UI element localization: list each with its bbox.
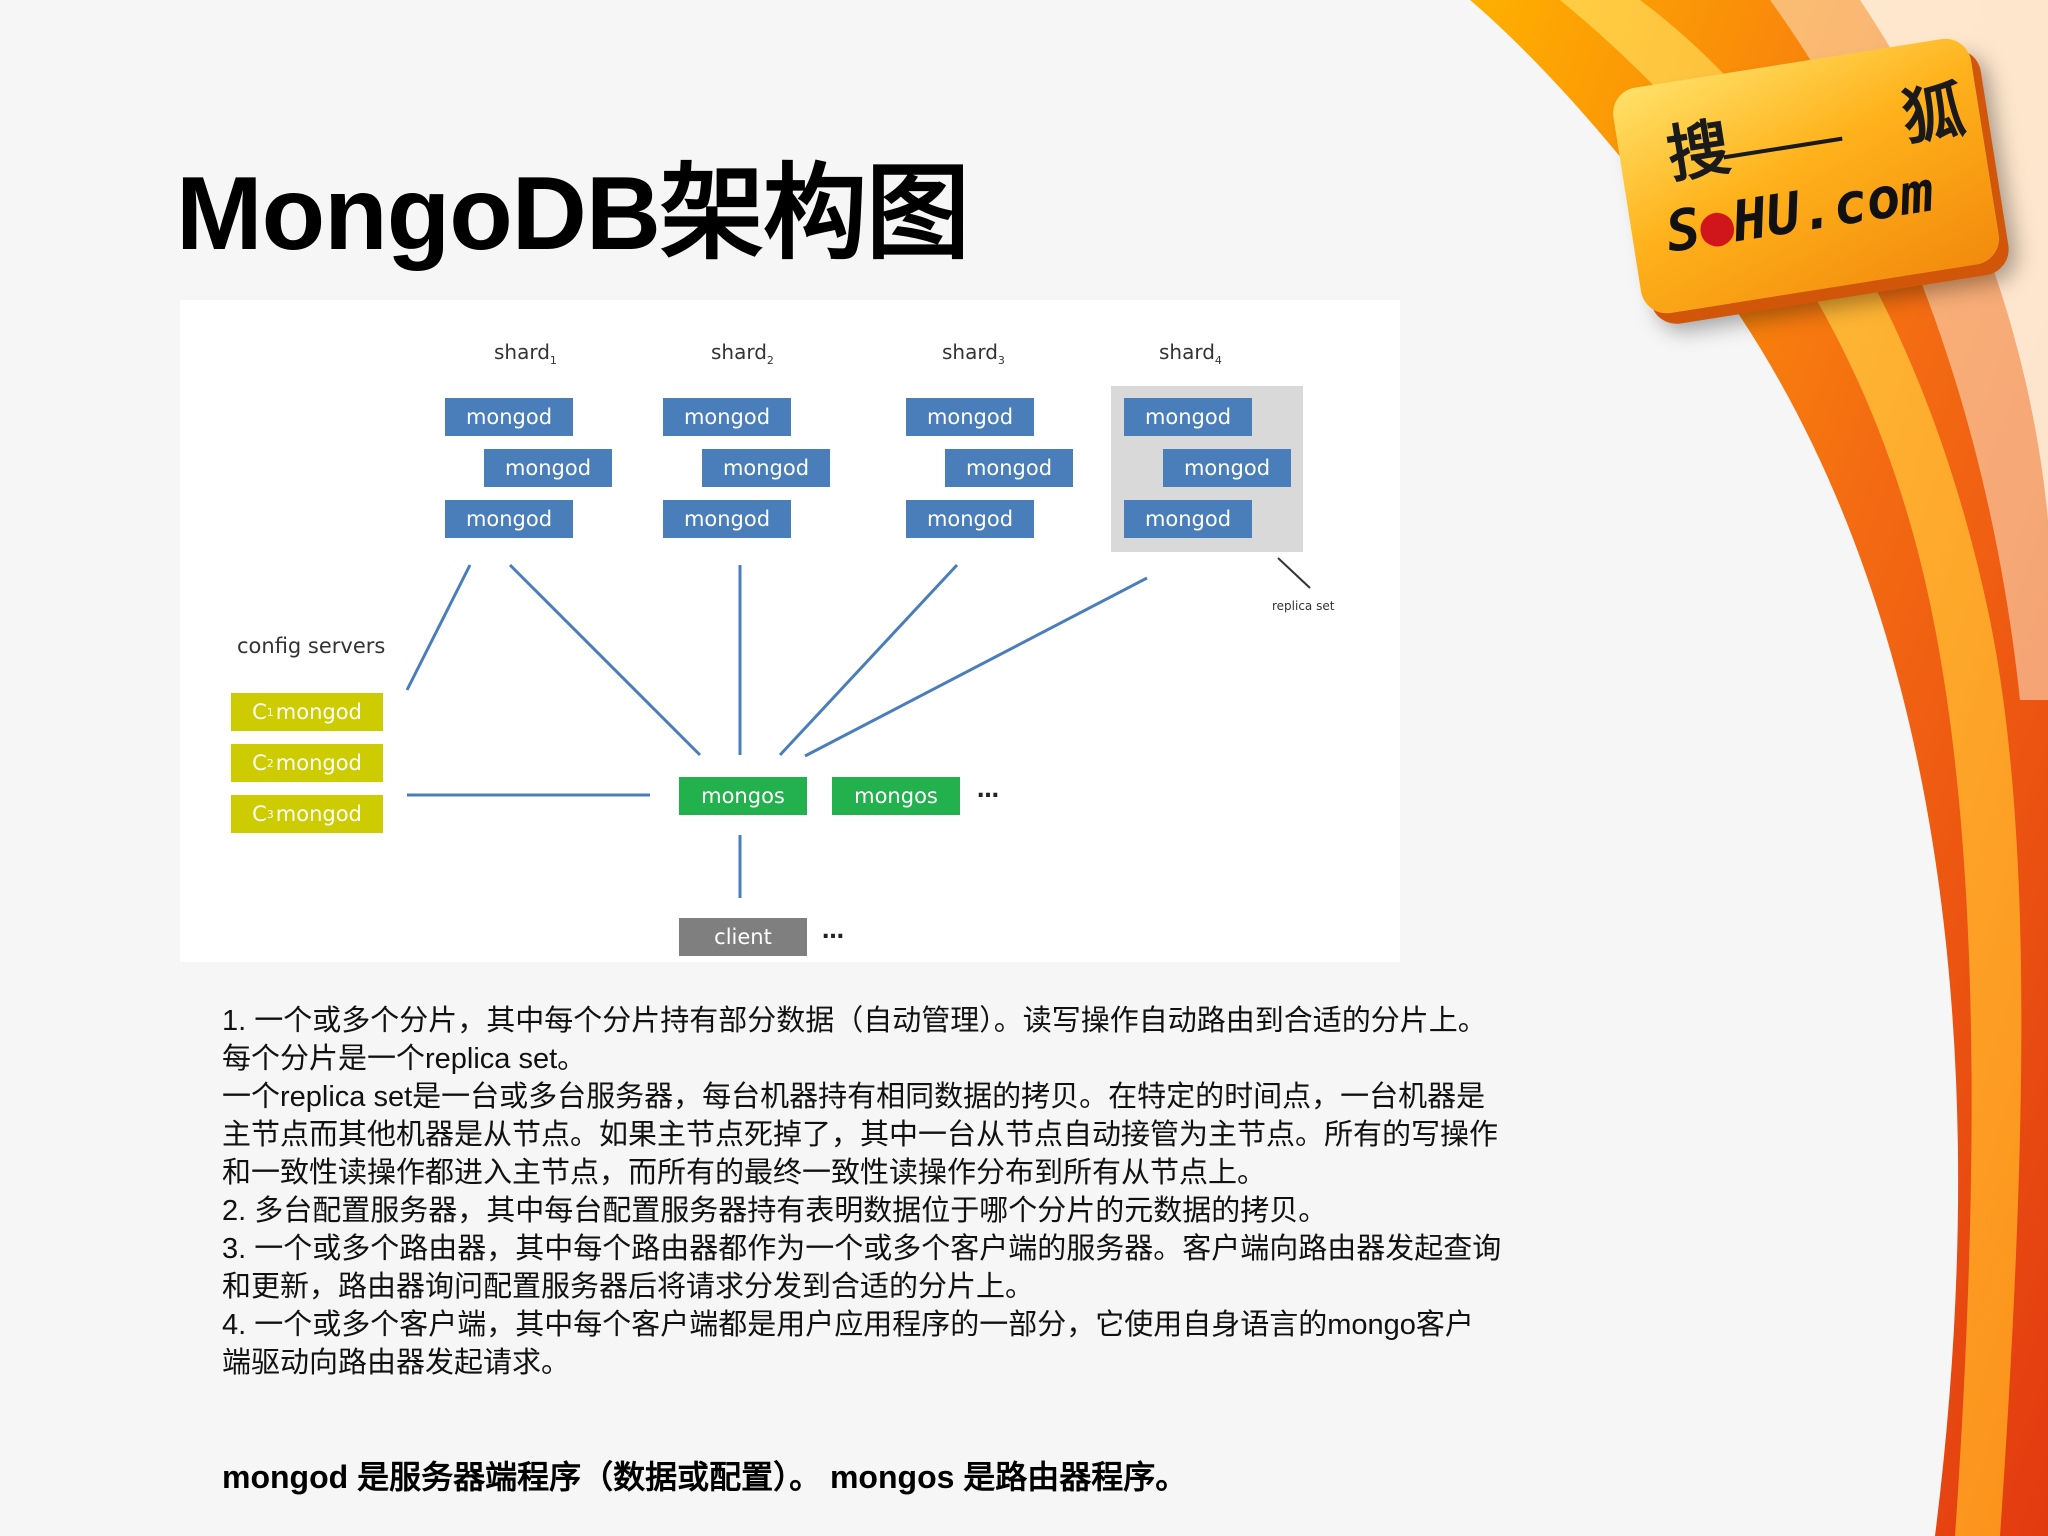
connector-replica-set-pointer (1277, 557, 1311, 589)
shard4-mongod-3: mongod (1124, 500, 1252, 538)
logo-char-left: 搜 (1661, 110, 1735, 192)
mongos-more-ellipsis: … (977, 778, 999, 803)
replica-set-label: replica set (1272, 599, 1335, 613)
summary-text: mongod 是服务器端程序（数据或配置）。 mongos 是路由器程序。 (222, 1459, 1188, 1495)
shard2-mongod-3: mongod (663, 500, 791, 538)
shard3-mongod-1: mongod (906, 398, 1034, 436)
slide-title: MongoDB架构图 (176, 156, 970, 272)
shard4-mongod-2: mongod (1163, 449, 1291, 487)
shard2-mongod-2: mongod (702, 449, 830, 487)
description-paragraph-4: 4. 一个或多个客户端，其中每个客户端都是用户应用程序的一部分，它使用自身语言的… (222, 1309, 1474, 1379)
description-paragraph-2: 2. 多台配置服务器，其中每台配置服务器持有表明数据位于哪个分片的元数据的拷贝。 (222, 1195, 1328, 1227)
client-node: client (679, 918, 807, 956)
sohu-logo: 搜 狐 S●HU.com (1609, 35, 2003, 317)
shard-label-4: shard4 (1159, 340, 1222, 367)
shard-label-2: shard2 (711, 340, 774, 367)
shard1-mongod-2: mongod (484, 449, 612, 487)
shard-label-3: shard3 (942, 340, 1005, 367)
description-paragraph-3: 3. 一个或多个路由器，其中每个路由器都作为一个或多个客户端的服务器。客户端向路… (222, 1233, 1502, 1303)
connector-shard3-mongos (778, 563, 959, 757)
shard4-mongod-1: mongod (1124, 398, 1252, 436)
connector-shard1-mongos (508, 563, 702, 757)
architecture-diagram: shard1 shard2 shard3 shard4 mongod mongo… (180, 300, 1400, 962)
mongos-router-2: mongos (832, 777, 960, 815)
shard1-mongod-3: mongod (445, 500, 573, 538)
connector-shard4-mongos (804, 576, 1148, 758)
shard3-mongod-2: mongod (945, 449, 1073, 487)
description-text: 1. 一个或多个分片，其中每个分片持有部分数据（自动管理）。读写操作自动路由到合… (222, 1002, 1502, 1382)
shard2-mongod-1: mongod (663, 398, 791, 436)
shard1-mongod-1: mongod (445, 398, 573, 436)
client-more-ellipsis: … (822, 919, 844, 944)
mongos-router-1: mongos (679, 777, 807, 815)
shard3-mongod-3: mongod (906, 500, 1034, 538)
description-paragraph-1: 1. 一个或多个分片，其中每个分片持有部分数据（自动管理）。读写操作自动路由到合… (222, 1005, 1487, 1075)
connector-lines (405, 557, 1311, 898)
connector-shard1-config (405, 564, 472, 691)
config-servers-title: config servers (237, 634, 386, 658)
description-paragraph-replica-set: 一个replica set是一台或多台服务器，每台机器持有相同数据的拷贝。在特定… (222, 1081, 1499, 1189)
shard-label-1: shard1 (494, 340, 557, 367)
